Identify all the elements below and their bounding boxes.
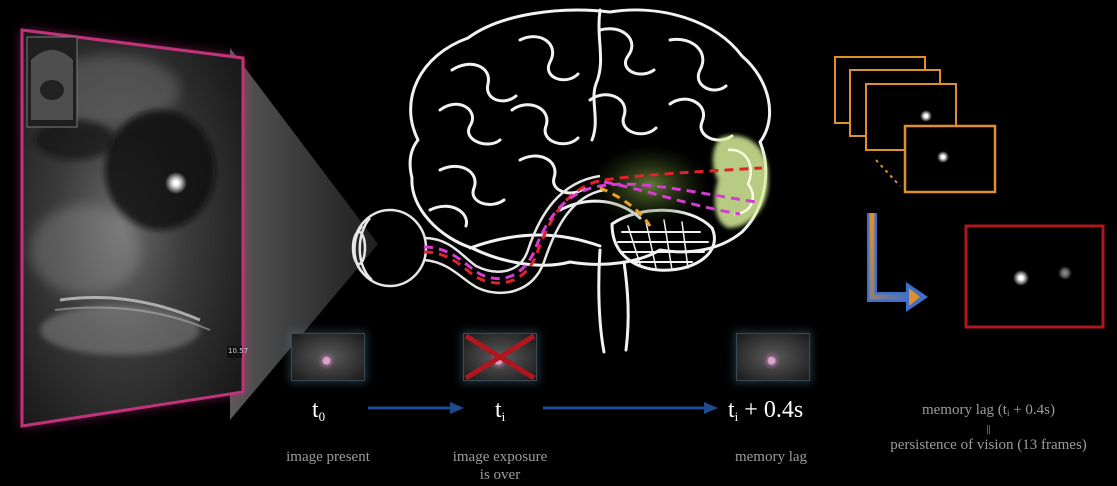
ti-caption: image exposure is over xyxy=(420,448,580,484)
ti-caption-line1: image exposure xyxy=(420,448,580,466)
frame-stack xyxy=(835,57,995,192)
tlag-caption: memory lag xyxy=(706,448,836,466)
t0-symbol: t0 xyxy=(312,397,325,430)
memory-note-separator: || xyxy=(860,422,1117,436)
cross-icon xyxy=(464,334,536,380)
thumbnail-memory-lag xyxy=(736,333,810,381)
ti-caption-line2: is over xyxy=(420,466,580,484)
ultrasound-image xyxy=(22,30,243,426)
thumbnail-exposure-over xyxy=(463,333,537,381)
ti-symbol: ti xyxy=(495,397,505,430)
tlag-symbol: ti + 0.4s xyxy=(728,397,803,430)
memory-note-line1: memory lag (ti + 0.4s) xyxy=(860,401,1117,422)
result-frame xyxy=(966,226,1103,327)
thumbnail-image-present xyxy=(291,333,365,381)
brain-illustration xyxy=(410,10,770,352)
timeline-arrows xyxy=(368,402,718,414)
memory-note-line2: persistence of vision (13 frames) xyxy=(860,436,1117,454)
memory-note: memory lag (ti + 0.4s) || persistence of… xyxy=(860,401,1117,454)
persistence-arrow xyxy=(872,213,928,312)
occipital-lobe xyxy=(713,136,768,228)
t0-caption: image present xyxy=(258,448,398,466)
ultrasound-overlay-text: 10.57 xyxy=(228,347,248,355)
